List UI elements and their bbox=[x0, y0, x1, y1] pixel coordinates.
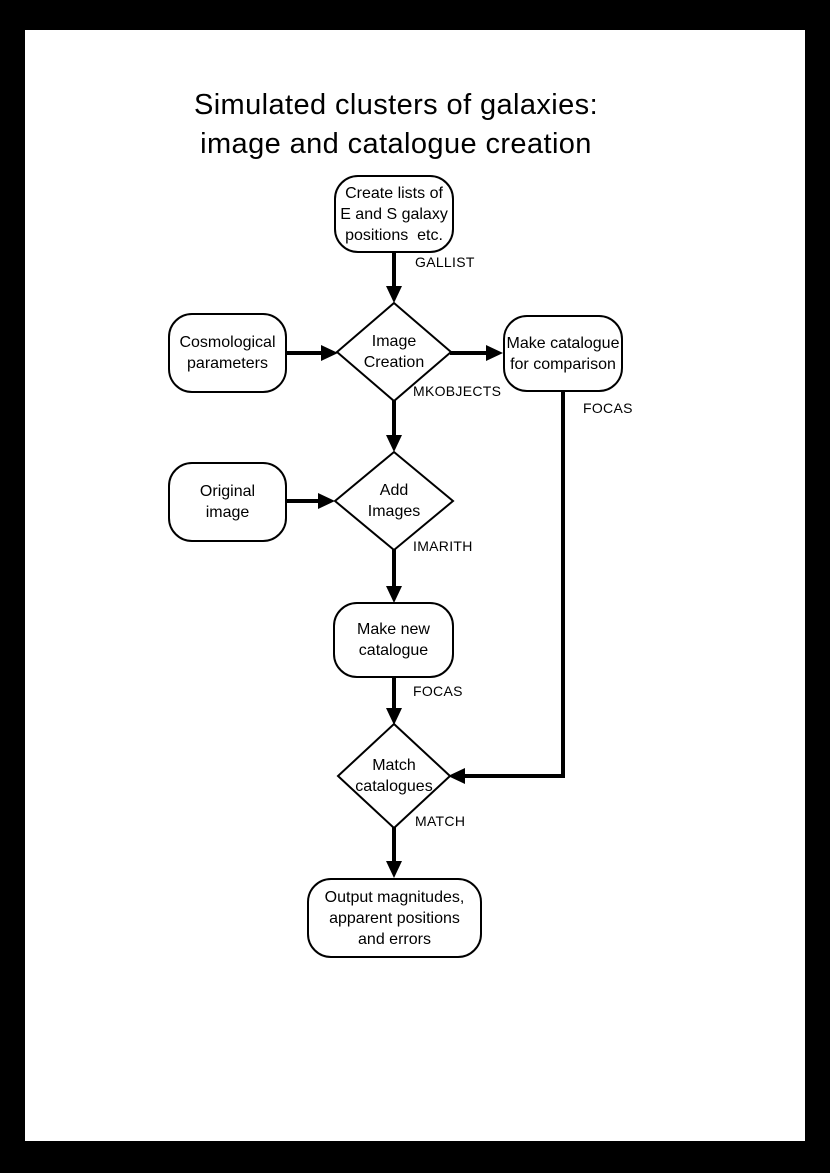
node-make-catalogue-comparison: Make catalogue for comparison bbox=[503, 315, 623, 392]
match-catalogues-diamond-shape bbox=[336, 722, 452, 830]
tool-label-imarith: IMARITH bbox=[413, 538, 473, 554]
figure-title-line2: image and catalogue creation bbox=[200, 128, 592, 160]
arrow-add-images-to-make-new-catalogue bbox=[386, 549, 402, 603]
node-create-lists-line: positions etc. bbox=[345, 226, 443, 244]
arrow-image-creation-to-add-images bbox=[386, 400, 402, 452]
node-output-line: apparent positions bbox=[329, 909, 460, 927]
node-match-catalogues-line: Match bbox=[372, 757, 416, 774]
node-create-lists-line: E and S galaxy bbox=[340, 205, 448, 223]
node-image-creation-line: Creation bbox=[363, 354, 425, 371]
tool-label-focas-right: FOCAS bbox=[583, 400, 633, 416]
node-cosmological-line: Cosmological bbox=[179, 334, 276, 351]
tool-label-match: MATCH bbox=[415, 813, 466, 829]
arrow-create-to-image-creation bbox=[386, 252, 402, 303]
node-add-images-label: Add Images bbox=[334, 480, 454, 522]
node-create-lists-line: Create lists of bbox=[345, 184, 443, 202]
node-add-images-line: Images bbox=[367, 503, 421, 520]
node-make-new-catalogue: Make new catalogue bbox=[333, 602, 454, 678]
node-make-catalogue-line: Make catalogue bbox=[506, 334, 620, 352]
node-add-images-line: Add bbox=[379, 482, 409, 499]
node-cosmological-parameters: Cosmological parameters bbox=[168, 313, 287, 393]
node-original-image: Original image bbox=[168, 462, 287, 542]
add-images-diamond-shape bbox=[333, 450, 455, 552]
node-create-lists: Create lists of E and S galaxy positions… bbox=[334, 175, 454, 253]
figure-title-line1: Simulated clusters of galaxies: bbox=[193, 89, 599, 121]
arrow-cosmological-to-image-creation bbox=[286, 345, 338, 361]
node-image-creation-line: Image bbox=[371, 333, 417, 350]
arrow-make-catalogue-to-match bbox=[448, 392, 565, 784]
node-match-catalogues-line: catalogues bbox=[355, 778, 433, 795]
node-output: Output magnitudes, apparent positions an… bbox=[307, 878, 482, 958]
node-image-creation-label: Image Creation bbox=[334, 331, 454, 373]
image-creation-diamond-shape bbox=[335, 301, 453, 403]
tool-label-focas-mid: FOCAS bbox=[413, 683, 463, 699]
node-original-image-line: image bbox=[205, 504, 250, 521]
arrow-original-to-add-images bbox=[286, 493, 335, 509]
node-output-line: Output magnitudes, bbox=[324, 888, 465, 906]
node-make-catalogue-line: for comparison bbox=[510, 355, 616, 373]
figure-title: Simulated clusters of galaxies: image an… bbox=[6, 86, 786, 164]
arrow-make-new-catalogue-to-match bbox=[386, 677, 402, 725]
tool-label-gallist: GALLIST bbox=[415, 254, 475, 270]
node-output-line: and errors bbox=[358, 930, 431, 948]
node-match-catalogues-label: Match catalogues bbox=[334, 755, 454, 797]
node-make-new-catalogue-line: Make new bbox=[357, 621, 430, 638]
node-original-image-line: Original bbox=[199, 483, 256, 500]
arrow-image-creation-to-make-catalogue bbox=[450, 345, 503, 361]
arrow-match-to-output bbox=[386, 827, 402, 878]
tool-label-mkobjects: MKOBJECTS bbox=[413, 383, 502, 399]
node-make-new-catalogue-line: catalogue bbox=[358, 642, 429, 659]
node-cosmological-line: parameters bbox=[187, 355, 268, 372]
